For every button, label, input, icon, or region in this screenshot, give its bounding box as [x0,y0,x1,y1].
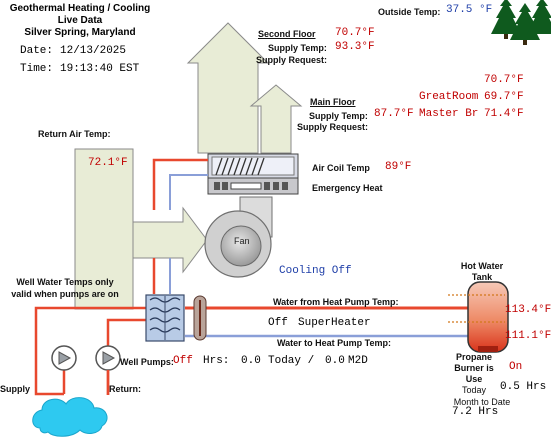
fan-label: Fan [234,236,250,246]
propane-today-value: 0.5 Hrs [500,381,547,393]
cloud-icon [32,397,108,437]
well-pumps-state: Off [173,355,193,367]
main-floor-temp: 70.7°F [484,74,524,86]
propane-m2d-label: Month to Date [453,397,511,407]
emergency-heat-label: Emergency Heat [312,183,383,193]
pump-icon [95,345,121,371]
propane-m2d-value: 7.2 Hrs [452,406,499,418]
greatroom-label: GreatRoom [419,91,479,103]
master-br-temp: 71.4°F [484,108,524,120]
location-label: Silver Spring, Maryland [24,27,136,38]
well-pumps-m2d-value: 0.0 [325,355,345,367]
date-label: Date: [20,45,54,57]
propane-line2: Burner is [454,363,494,373]
air-coil-icon [207,153,299,195]
tank-top-temp: 113.4°F [505,304,551,316]
time-value: 19:13:40 EST [60,63,140,75]
second-floor-title: Second Floor [258,29,316,39]
second-floor-supply-temp-label: Supply Temp: [268,43,327,53]
time-label: Time: [20,63,54,75]
main-floor-supply-request-label: Supply Request: [297,122,369,132]
water-from-hp-label: Water from Heat Pump Temp: [273,297,399,307]
well-supply-label: Supply [0,384,31,394]
propane-use-label: Use [465,374,483,384]
pump-icon [51,345,77,371]
superheater-icon [193,295,207,341]
well-pumps-today-label: Today / [268,355,315,367]
outside-temp-label: Outside Temp: [378,7,441,17]
main-floor-supply-temp: 87.7°F [374,108,414,120]
second-floor-temp: 70.7°F [335,27,375,39]
tree-icon [527,0,551,34]
propane-burner-state: On [509,361,523,373]
air-coil-temp-label: Air Coil Temp [312,163,370,173]
return-air-temp-label: Return Air Temp: [38,129,111,139]
tank-bottom-temp: 111.1°F [505,330,551,342]
water-tank-icon [448,281,509,353]
heat-exchanger-icon [145,294,185,342]
well-return-label: Return: [109,384,141,394]
superheater-label: SuperHeater [298,317,371,329]
outside-temp-value: 37.5 °F [446,4,493,16]
arrow-up-icon [249,84,303,154]
fan-icon [204,196,273,278]
propane-line1: Propane [455,352,492,362]
propane-today-label: Today [461,385,487,395]
second-floor-supply-temp: 93.3°F [335,41,375,53]
superheater-state: Off [268,317,288,329]
main-floor-title: Main Floor [310,97,356,107]
well-note-line1: Well Water Temps only [16,277,114,287]
water-to-hp-label: Water to Heat Pump Temp: [277,338,392,348]
well-note-line2: valid when pumps are on [11,289,119,299]
master-br-label: Master Br [419,108,479,120]
date-value: 12/13/2025 [60,45,127,57]
air-coil-temp-value: 89°F [385,161,412,173]
well-pumps-today-value: 0.0 [241,355,261,367]
fan-mode: Cooling Off [279,265,352,277]
arrow-right-icon [132,206,208,274]
page-title: Geothermal Heating / Cooling [9,3,151,14]
return-air-temp-value: 72.1°F [88,157,128,169]
arrow-up-icon [186,22,270,154]
tree-icon [491,0,521,39]
second-floor-supply-request-label: Supply Request: [256,55,328,65]
well-pumps-m2d-label: M2D [348,355,368,367]
tank-title-line2: Tank [471,272,493,282]
well-pumps-hrs-label: Hrs: [203,355,230,367]
greatroom-temp: 69.7°F [484,91,524,103]
main-floor-supply-temp-label: Supply Temp: [309,111,368,121]
page-subtitle: Live Data [57,15,103,26]
tank-title-line1: Hot Water [460,261,504,271]
well-pumps-label: Well Pumps: [120,357,174,367]
